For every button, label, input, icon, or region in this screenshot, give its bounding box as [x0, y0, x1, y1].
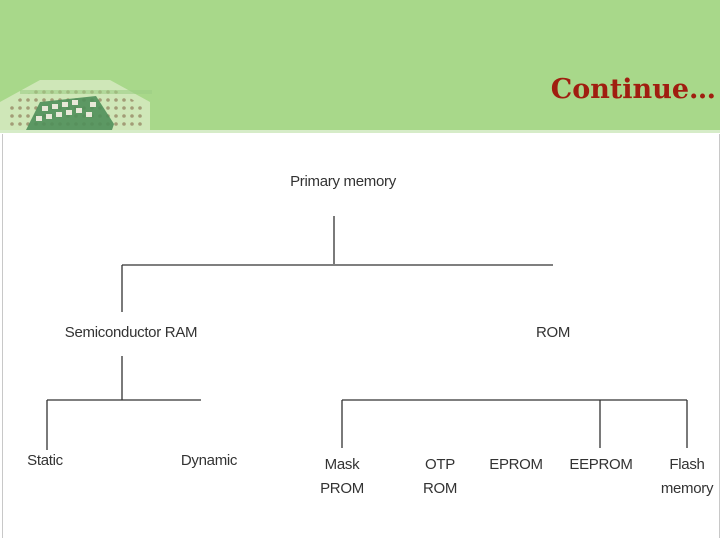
node-label: Primary memory [290, 173, 396, 190]
node-static: Static [27, 449, 63, 473]
cpu-chip-graphic [0, 72, 160, 130]
node-rom: ROM [536, 321, 570, 345]
node-eprom: EPROM [489, 453, 543, 477]
node-label-line-2: ROM [422, 480, 458, 497]
node-label: Static [27, 452, 63, 469]
node-label-line-2: PROM [320, 480, 364, 497]
node-label-line-2: memory [660, 480, 714, 497]
node-label: ROM [535, 324, 571, 341]
node-flash-memory: Flash memory [660, 453, 714, 501]
node-label: EPROM [489, 456, 543, 473]
node-dynamic: Dynamic [180, 449, 238, 473]
node-primary-memory: Primary memory [290, 170, 396, 194]
node-label: EEPROM [569, 456, 633, 473]
node-otp-rom: OTP ROM [423, 453, 457, 501]
node-mask-prom: Mask PROM [320, 453, 364, 501]
header-divider [0, 130, 720, 133]
node-label-line-1: Mask [324, 456, 360, 473]
node-semiconductor-ram: Semiconductor RAM [64, 321, 198, 345]
node-label: Semiconductor RAM [64, 324, 198, 341]
tree-connectors [46, 216, 688, 450]
node-label: Dynamic [180, 452, 238, 469]
node-label-line-1: Flash [669, 456, 705, 473]
node-eeprom: EEPROM [569, 453, 633, 477]
node-label-line-1: OTP [425, 456, 455, 473]
slide-title: Continue… [550, 74, 716, 105]
diagram-panel: Primary memory Semiconductor RAM ROM Sta… [2, 134, 720, 538]
